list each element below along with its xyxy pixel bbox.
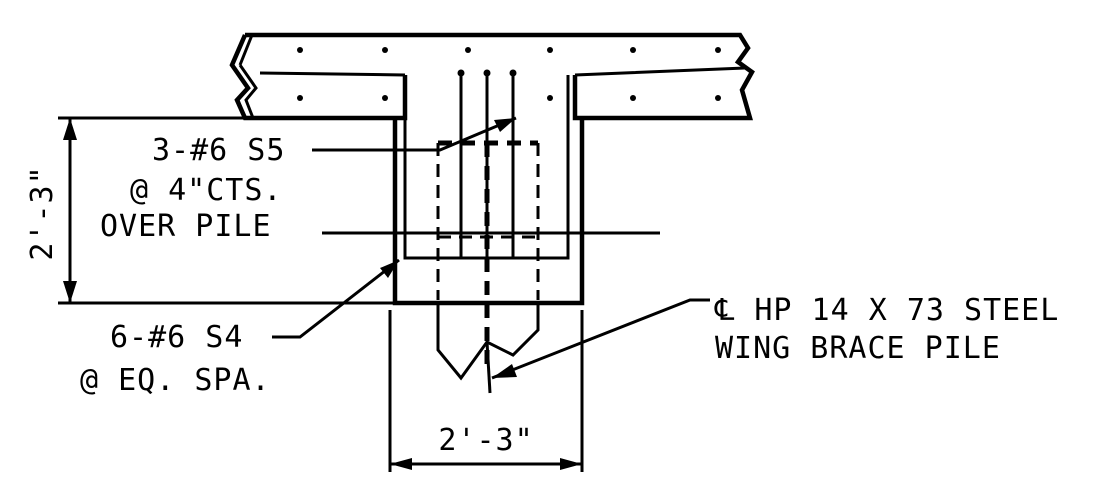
horizontal-dimension-label: 2'-3" — [438, 423, 533, 458]
s5-callout-line3: OVER PILE — [100, 209, 272, 244]
s4-callout-line1: 6-#6 S4 — [110, 320, 243, 355]
vertical-dimension — [58, 116, 395, 305]
pile-callout-line1: ℄ HP 14 X 73 STEEL — [714, 293, 1059, 328]
s5-callout-line2: @ 4"CTS. — [130, 173, 283, 208]
pile-leader — [491, 298, 710, 380]
pile-below-beam — [436, 305, 540, 394]
slab-rebar-dots — [297, 47, 721, 101]
s5-callout-line1: 3-#6 S5 — [152, 133, 285, 168]
vertical-dimension-label: 2'-3" — [25, 165, 60, 260]
pile-callout-line2: WING BRACE PILE — [715, 331, 1001, 366]
pile-hidden-lines — [436, 140, 540, 365]
s5-bars — [457, 69, 517, 258]
s4-callout-line2: @ EQ. SPA. — [80, 363, 271, 398]
horizontal-dimension — [388, 310, 584, 472]
s5-leader — [312, 116, 517, 152]
slab-outline — [229, 32, 755, 121]
s4-leader — [272, 258, 400, 339]
